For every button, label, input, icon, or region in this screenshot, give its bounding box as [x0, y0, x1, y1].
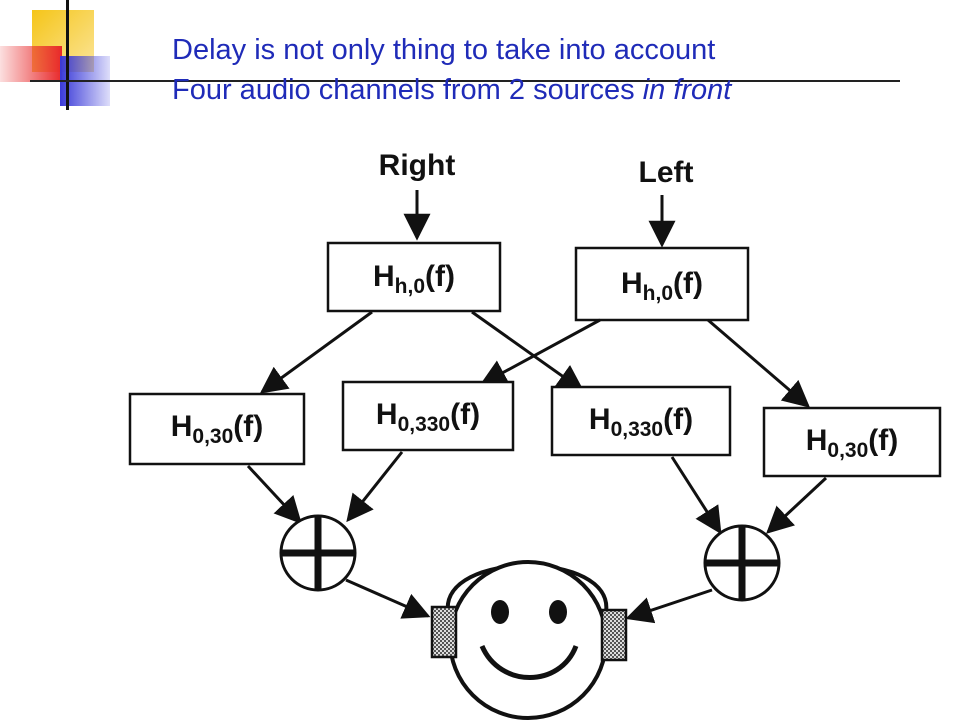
filter-box-r-330: H0,330(f)	[341, 380, 515, 452]
filter-box-l-330: H0,330(f)	[550, 385, 732, 457]
svg-text:H0,330(f): H0,330(f)	[589, 403, 693, 441]
filter-box-right-head: Hh,0(f)	[326, 241, 502, 313]
right-eye	[549, 600, 567, 624]
left-eye	[491, 600, 509, 624]
left-earcup	[430, 605, 458, 659]
svg-text:Hh,0(f): Hh,0(f)	[621, 267, 703, 305]
filter-box-left-head: Hh,0(f)	[574, 246, 750, 322]
head-face	[448, 560, 608, 720]
corner-horizontal-line	[30, 80, 900, 82]
arrow-rh-to-l330	[471, 310, 585, 392]
svg-text:H0,330(f): H0,330(f)	[376, 398, 480, 436]
arrow-l330-to-adder	[670, 456, 722, 535]
smile	[479, 644, 579, 680]
title-line-1: Delay is not only thing to take into acc…	[172, 34, 716, 66]
title-line-2-emphasis: in front	[642, 74, 732, 106]
slide-title: Delay is not only thing to take into acc…	[172, 30, 731, 110]
arrow-lh-to-l30	[707, 318, 811, 408]
adder-left	[279, 514, 357, 592]
filter-box-l-30: H0,30(f)	[762, 406, 942, 478]
arrow-l30-to-adder	[766, 476, 828, 534]
corner-vertical-line	[66, 0, 69, 110]
arrow-adder-to-right-ear	[625, 588, 713, 624]
svg-text:H0,30(f): H0,30(f)	[171, 410, 264, 448]
corner-red-bar	[0, 46, 62, 82]
source-right-label: Right	[379, 149, 456, 182]
arrow-rh-to-r30	[259, 310, 373, 394]
source-left-label: Left	[639, 156, 694, 189]
filter-box-r-30: H0,30(f)	[128, 392, 306, 466]
arrow-r30-to-adder	[246, 464, 302, 524]
arrow-r330-to-adder	[346, 451, 404, 523]
title-line-2-text: Four audio channels from 2 sources	[172, 74, 643, 106]
title-line-2: Four audio channels from 2 sources in fr…	[172, 70, 731, 110]
svg-text:Hh,0(f): Hh,0(f)	[373, 260, 455, 298]
arrow-lh-to-r330	[479, 318, 601, 386]
right-earcup	[600, 608, 628, 662]
arrow-adder-to-left-ear	[345, 578, 431, 619]
adder-right	[703, 524, 781, 602]
svg-text:H0,30(f): H0,30(f)	[806, 424, 899, 462]
listener-head-icon	[430, 560, 628, 720]
